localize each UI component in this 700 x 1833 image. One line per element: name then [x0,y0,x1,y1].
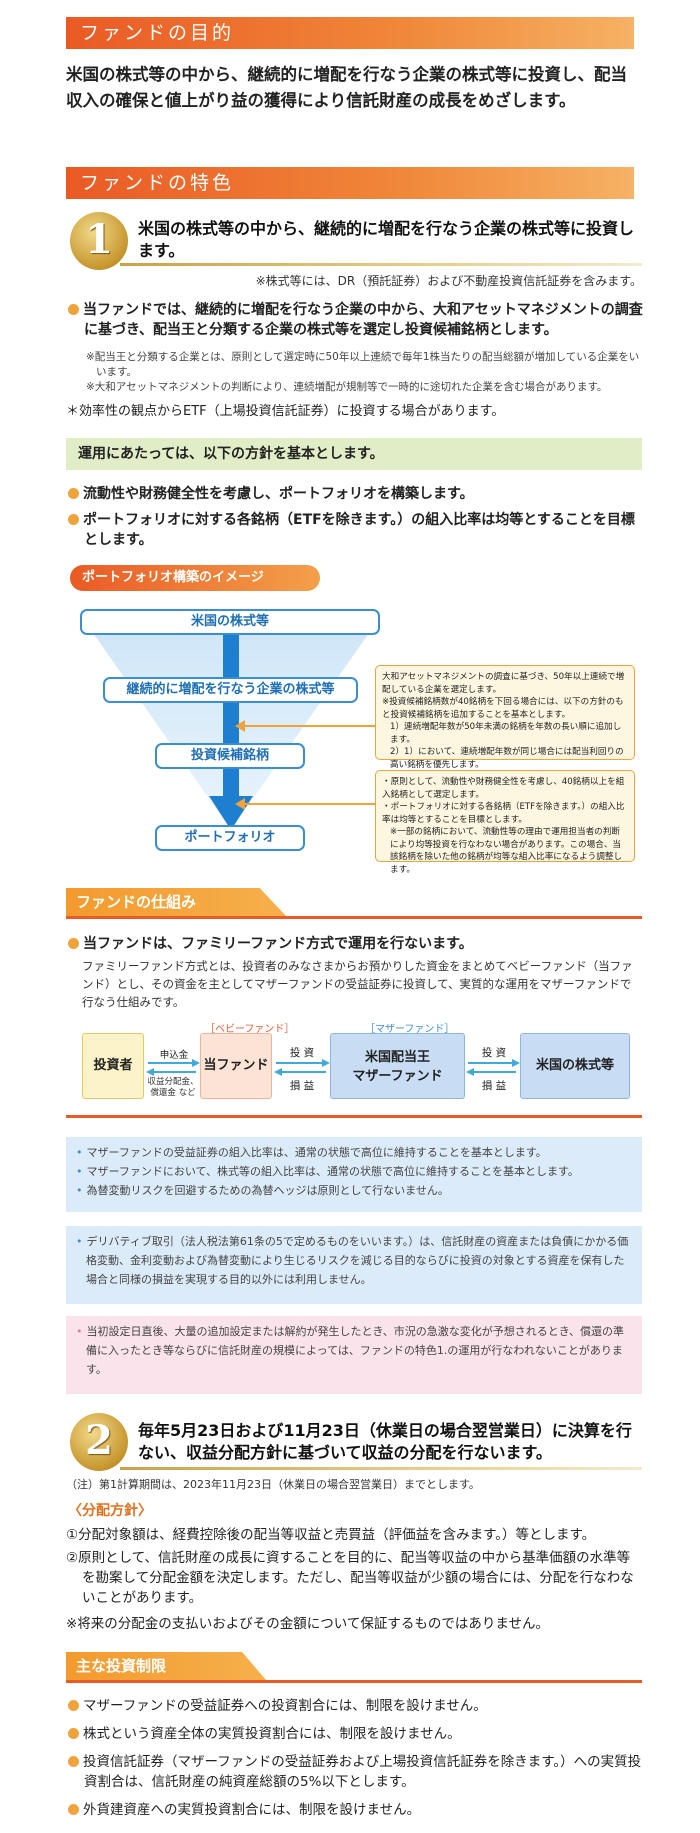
bullet-icon [68,938,79,949]
funnel-node-us-stocks: 米国の株式等 [80,609,380,635]
mother-fund-box: 米国配当王 マザーファンド [330,1033,465,1099]
feature-1-number-badge: 1 [70,212,128,270]
limit-item-2-text: 株式という資産全体の実質投資割合には、制限を設けません。 [83,1726,461,1742]
blue-note-1-item: •為替変動リスクを回避するための為替ヘッジは原則として行ないません。 [76,1184,449,1197]
limit-item-3: 投資信託証券（マザーファンドの受益証券および上場投資信託証券を除きます。）への実… [68,1752,643,1792]
investor-box: 投資者 [82,1033,144,1099]
pl-label-1: 損 益 [289,1080,315,1092]
bullet-icon [68,488,79,499]
limit-item-1-text: マザーファンドの受益証券への投資割合には、制限を設けません。 [83,1698,487,1714]
blue-note-2: •デリバティブ取引（法人税法第61条の5で定めるものをいいます。）は、信託財産の… [66,1226,642,1304]
blue-note-1-item-text: マザーファンドにおいて、株式等の組入比率は、通常の状態で高位に維持することを基本… [86,1165,579,1178]
feature-1-title: 米国の株式等の中から、継続的に増配を行なう企業の株式等に投資します。 [138,219,635,260]
blue-note-1-item-text: 為替変動リスクを回避するための為替ヘッジは原則として行ないません。 [86,1184,449,1197]
portfolio-note-construction: ・原則として、流動性や財務健全性を考慮し、40銘柄以上を組入銘柄として選定します… [375,770,635,875]
apply-money-label: 申込金 [159,1050,189,1061]
policy-item-2: ポートフォリオに対する各銘柄（ETFを除きます。）の組入比率は均等とすることを目… [68,510,643,550]
limit-item-1: マザーファンドの受益証券への投資割合には、制限を設けません。 [68,1696,643,1716]
feature-2-title: 毎年5月23日および11月23日（休業日の場合翌営業日）に決算を行ない、収益分配… [138,1421,632,1462]
bullet-icon [68,1804,79,1815]
feature-1-bullet: 当ファンドでは、継続的に増配を行なう企業の中から、大和アセットマネジメントの調査… [68,300,643,340]
feature-1-bullet-text: 当ファンドでは、継続的に増配を行なう企業の中から、大和アセットマネジメントの調査… [83,302,643,338]
structure-bottom-line [66,1115,642,1118]
policy-item-1-text: 流動性や財務健全性を考慮し、ポートフォリオを構築します。 [83,486,474,502]
features-heading: ファンドの特色 [66,167,634,199]
note-line: 2）1）において、連続増配年数が同じ場合には配当利回りの高い銘柄を優先します。 [390,747,624,770]
bullet-icon [68,304,79,315]
bullet-icon [68,514,79,525]
purpose-heading: ファンドの目的 [66,17,634,49]
limits-underline [66,1680,642,1683]
distribution-policy-title: 〈分配方針〉 [68,1503,152,1519]
limit-item-2: 株式という資産全体の実質投資割合には、制限を設けません。 [68,1724,643,1744]
blue-note-1: •マザーファンドの受益証券の組入比率は、通常の状態で高位に維持することを基本とし… [66,1137,642,1212]
policy-bar: 運用にあたっては、以下の方針を基本とします。 [66,438,642,470]
funnel-node-portfolio: ポートフォリオ [155,825,305,851]
pink-note: •当初設定日直後、大量の追加設定または解約が発生したとき、市況の急激な変化が予想… [66,1316,642,1394]
purpose-text: 米国の株式等の中から、継続的に増配を行なう企業の株式等に投資し、配当収入の確保と… [66,65,627,110]
blue-note-1-item: •マザーファンドにおいて、株式等の組入比率は、通常の状態で高位に維持することを基… [76,1165,579,1178]
distribution-policy-1: ①分配対象額は、経費控除後の配当等収益と売買益（評価益を含みます。）等とします。 [66,1527,596,1543]
note-line: ・原則として、流動性や財務健全性を考慮し、40銘柄以上を組入銘柄として選定します… [382,777,625,800]
bullet-icon [68,1728,79,1739]
bullet-icon [68,1700,79,1711]
policy-item-1: 流動性や財務健全性を考慮し、ポートフォリオを構築します。 [68,484,643,504]
structure-label: ファンドの仕組み [66,888,286,916]
portfolio-note-selection: 大和アセットマネジメントの調査に基づき、50年以上連続で増配している企業を選定し… [375,665,635,770]
baby-fund-tag: ［ベビーファンド］ [205,1024,295,1035]
distribution-label: 収益分配金、償還金 など [147,1077,199,1098]
blue-note-1-item: •マザーファンドの受益証券の組入比率は、通常の状態で高位に維持することを基本とし… [76,1146,547,1159]
distribution-policy-2: ②原則として、信託財産の成長に資することを目的に、配当等収益の中から基準価額の水… [66,1550,634,1606]
invest-label-2: 投 資 [481,1047,507,1059]
note-line: ※投資候補銘柄数が40銘柄を下回る場合には、以下の方針のもと投資候補銘柄を追加す… [382,697,624,720]
structure-description: ファミリーファンド方式とは、投資者のみなさまからお預かりした資金をまとめてベビー… [82,959,633,1009]
feature-1-note: ※株式等には、DR（預託証券）および不動産投資信託証券を含みます。 [255,274,642,288]
funnel-node-dividend-growth: 継続的に増配を行なう企業の株式等 [103,677,358,703]
invest-label-1: 投 資 [289,1047,315,1059]
blue-note-1-item-text: マザーファンドの受益証券の組入比率は、通常の状態で高位に維持することを基本としま… [86,1146,547,1159]
feature-1-sub-note-2: ※大和アセットマネジメントの判断により、連続増配が規制等で一時的に途切れた企業を… [86,381,608,393]
limit-item-4: 外貨建資産への実質投資割合には、制限を設けません。 [68,1800,643,1820]
structure-flow-arrows [146,1059,520,1076]
limits-label: 主な投資制限 [66,1652,266,1680]
note-line: ※一部の銘柄において、流動性等の理由で運用担当者の判断により均等投資を行なわない… [390,827,623,875]
pl-label-2: 損 益 [481,1080,507,1092]
feature-2-number-badge: 2 [70,1413,128,1471]
feature-1-sub-note-1: ※配当王と分類する企業とは、原則として選定時に50年以上連続で毎年1株当たりの配… [86,351,640,378]
feature-1-underline [120,263,642,266]
feature-2-note: （注）第1計算期間は、2023年11月23日（休業日の場合翌営業日）までとします… [66,1478,480,1491]
note-line: ・ポートフォリオに対する各銘柄（ETFを除きます。）の組入比率は均等とすることを… [382,802,625,825]
fund-box: 当ファンド [200,1033,272,1099]
structure-bullet-text: 当ファンドは、ファミリーファンド方式で運用を行ないます。 [83,936,473,952]
limit-item-4-text: 外貨建資産への実質投資割合には、制限を設けません。 [83,1802,421,1818]
bullet-icon [68,1756,79,1767]
funnel-node-candidates: 投資候補銘柄 [155,743,305,769]
structure-bullet: 当ファンドは、ファミリーファンド方式で運用を行ないます。 [68,934,643,954]
note-line: 1）連続増配年数が50年未満の銘柄を年数の長い順に追加します。 [390,722,622,745]
blue-note-2-text: デリバティブ取引（法人税法第61条の5で定めるものをいいます。）は、信託財産の資… [86,1235,629,1286]
note-line: 大和アセットマネジメントの調査に基づき、50年以上連続で増配している企業を選定し… [382,672,625,695]
structure-underline [66,916,642,919]
policy-item-2-text: ポートフォリオに対する各銘柄（ETFを除きます。）の組入比率は均等とすることを目… [83,512,635,548]
pink-note-text: 当初設定日直後、大量の追加設定または解約が発生したとき、市況の急激な変化が予想さ… [86,1325,624,1376]
distribution-policy-3: ※将来の分配金の支払いおよびその金額について保証するものではありません。 [66,1616,550,1632]
portfolio-image-label: ポートフォリオ構築のイメージ [70,565,320,591]
feature-1-etf-note: ＊効率性の観点からETF（上場投資信託証券）に投資する場合があります。 [66,404,505,419]
note-connector-arrows [235,720,378,810]
limit-item-3-text: 投資信託証券（マザーファンドの受益証券および上場投資信託証券を除きます。）への実… [83,1754,642,1790]
feature-2-underline [120,1467,642,1470]
mother-fund-tag: ［マザーファンド］ [365,1024,455,1035]
us-stocks-box: 米国の株式等 [520,1033,630,1099]
